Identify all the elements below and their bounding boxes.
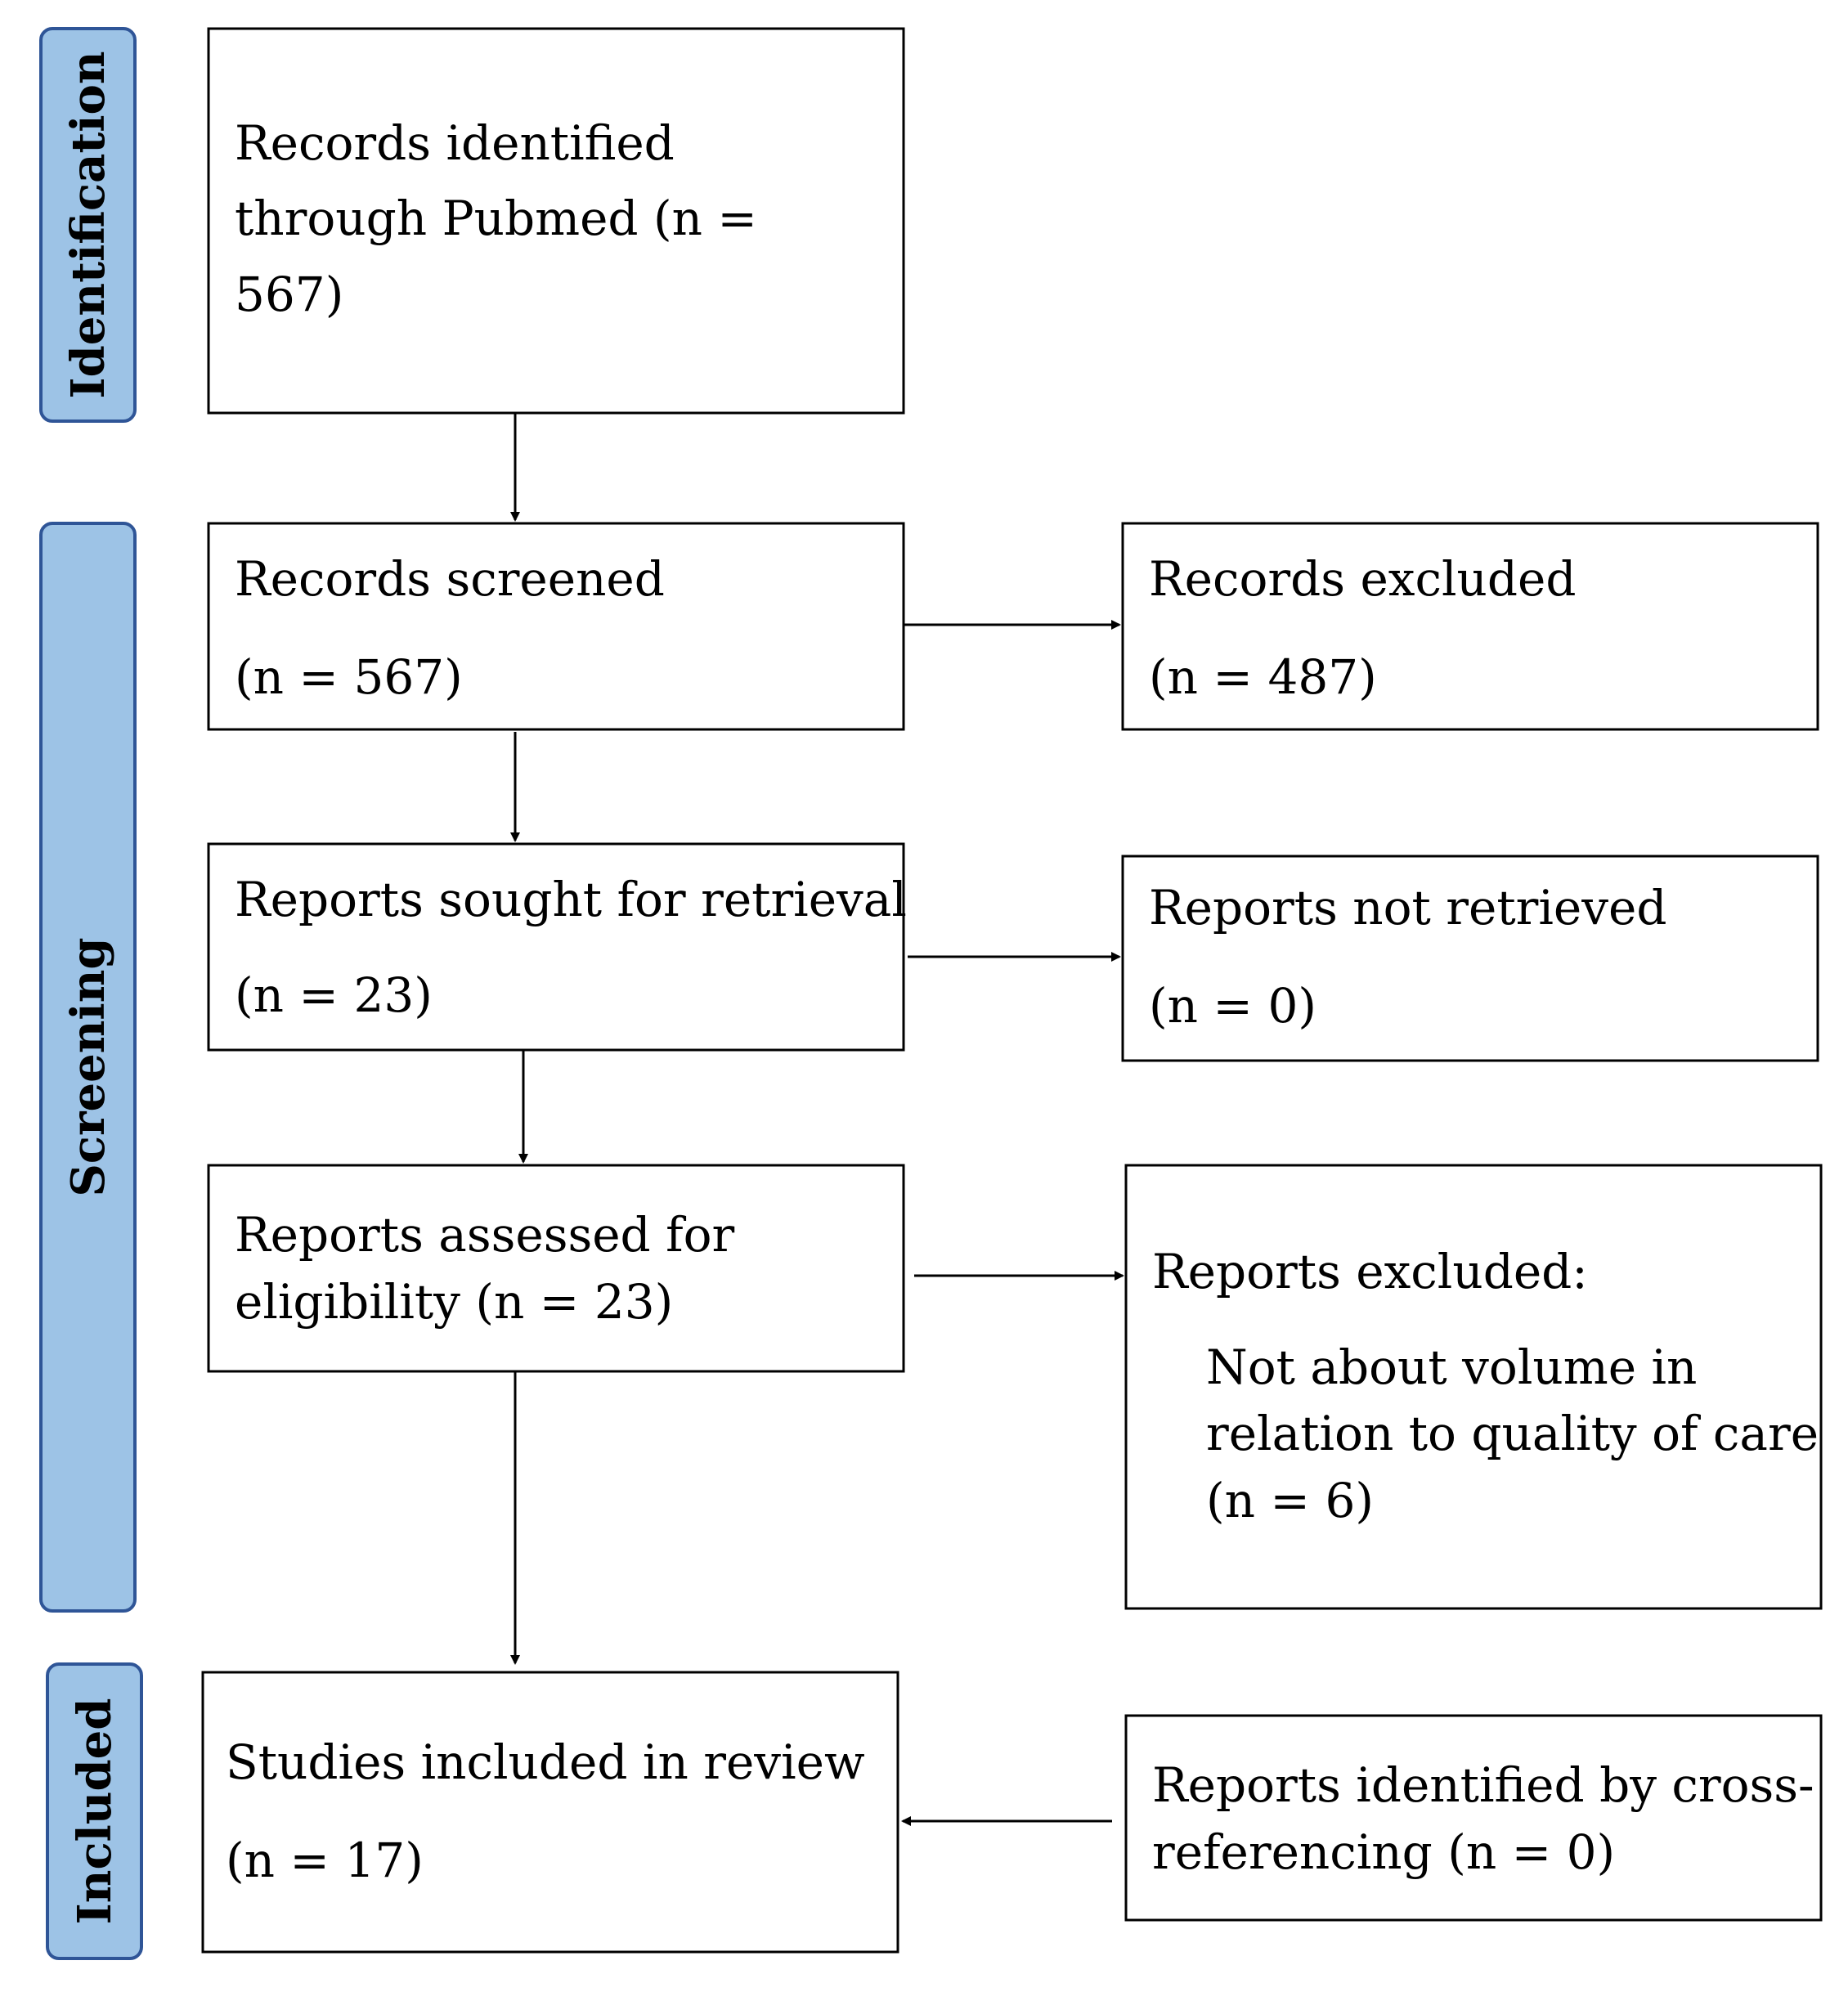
box-records-identified: Records identified through Pubmed (n = 5… <box>207 27 905 415</box>
box-cross-referencing-frame <box>1124 1714 1823 1922</box>
box-records-excluded: Records excluded (n = 487) <box>1121 522 1819 731</box>
phase-bar-screening: Screening <box>39 522 137 1613</box>
records-identified-line3: 567) <box>235 267 343 322</box>
box-reports-excluded: Reports excluded: Not about volume in re… <box>1124 1164 1823 1610</box>
box-studies-included: Studies included in review (n = 17) <box>201 1671 899 1954</box>
box-reports-sought-frame <box>207 842 905 1052</box>
phase-bar-included: Included <box>46 1662 143 1960</box>
studies-included-count: (n = 17) <box>226 1833 424 1888</box>
reports-excluded-reason-line2: relation to quality of care <box>1206 1406 1819 1461</box>
records-excluded-label: Records excluded <box>1149 551 1576 607</box>
box-reports-excluded-frame <box>1124 1164 1823 1610</box>
box-records-excluded-frame <box>1121 522 1819 731</box>
cross-referencing-line2: referencing (n = 0) <box>1152 1824 1615 1880</box>
box-cross-referencing: Reports identified by cross- referencing… <box>1124 1714 1823 1922</box>
cross-referencing-line1: Reports identified by cross- <box>1152 1757 1814 1813</box>
records-excluded-count: (n = 487) <box>1149 649 1377 705</box>
records-identified-line1: Records identified <box>235 115 675 171</box>
reports-sought-label: Reports sought for retrieval <box>235 872 907 927</box>
box-records-identified-frame <box>207 27 905 415</box>
phase-label-identification: Identification <box>61 51 115 398</box>
phase-bar-screening-shape <box>39 522 137 1613</box>
box-reports-not-retrieved: Reports not retrieved (n = 0) <box>1121 855 1819 1062</box>
phase-bar-included-shape <box>46 1662 143 1960</box>
reports-assessed-line1: Reports assessed for <box>235 1207 735 1263</box>
records-screened-count: (n = 567) <box>235 649 463 705</box>
records-screened-label: Records screened <box>235 551 665 607</box>
box-reports-not-retrieved-frame <box>1121 855 1819 1062</box>
records-identified-line2: through Pubmed (n = <box>235 191 757 246</box>
box-reports-assessed-frame <box>207 1164 905 1373</box>
phase-bar-identification-shape <box>39 27 137 423</box>
box-reports-assessed: Reports assessed for eligibility (n = 23… <box>207 1164 905 1373</box>
reports-assessed-line2: eligibility (n = 23) <box>235 1274 673 1330</box>
box-records-screened-frame <box>207 522 905 731</box>
phase-bar-identification: Identification <box>39 27 137 423</box>
reports-excluded-reason-line1: Not about volume in <box>1206 1339 1697 1395</box>
phase-label-included: Included <box>68 1698 122 1925</box>
phase-label-screening: Screening <box>61 937 115 1196</box>
reports-not-retrieved-count: (n = 0) <box>1149 978 1316 1034</box>
reports-excluded-count: (n = 6) <box>1206 1473 1374 1528</box>
box-reports-sought: Reports sought for retrieval (n = 23) <box>207 842 907 1052</box>
studies-included-label: Studies included in review <box>226 1734 865 1790</box>
reports-excluded-label: Reports excluded: <box>1152 1244 1588 1299</box>
box-records-screened: Records screened (n = 567) <box>207 522 905 731</box>
reports-sought-count: (n = 23) <box>235 967 433 1023</box>
box-studies-included-frame <box>201 1671 899 1954</box>
reports-not-retrieved-label: Reports not retrieved <box>1149 880 1666 935</box>
